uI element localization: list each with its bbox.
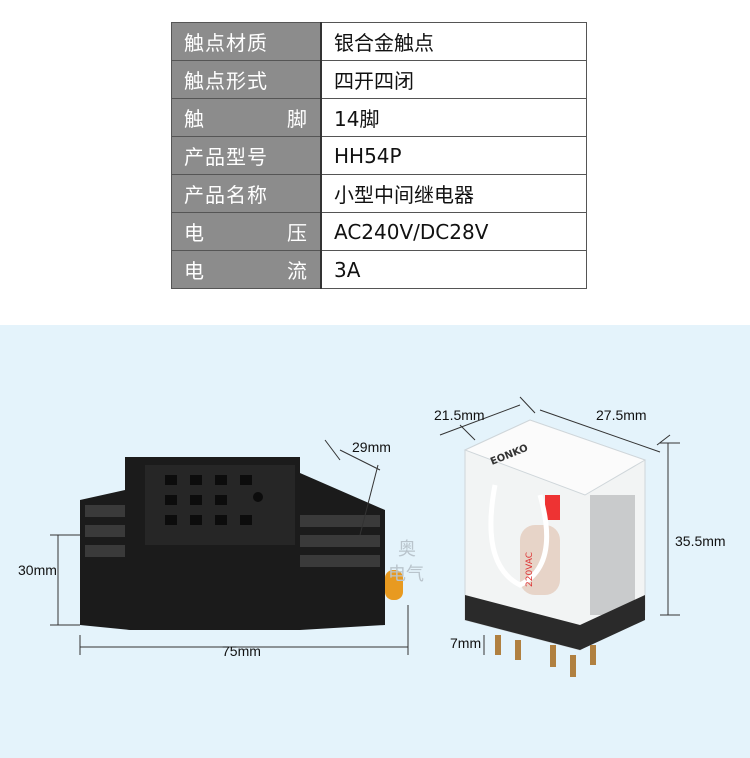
spec-value: 3A — [320, 250, 587, 289]
socket-height-label: 30mm — [18, 562, 57, 578]
relay-pin-label: 7mm — [450, 635, 482, 651]
watermark: 电气 — [388, 564, 424, 585]
relay-height-label: 35.5mm — [675, 533, 726, 549]
relay-length-label: 27.5mm — [596, 407, 647, 423]
spec-label: 电流 — [171, 250, 322, 289]
socket-width-label: 75mm — [222, 643, 261, 659]
socket-depth-label: 29mm — [352, 439, 391, 455]
watermark: 奥 — [398, 539, 416, 560]
relay-socket-image — [80, 457, 403, 630]
relay-image: EONKO 220VAC — [463, 419, 647, 677]
spec-label: 触点材质 — [171, 22, 322, 61]
relay-coil-label: 220VAC — [525, 552, 535, 587]
relay-width-label: 21.5mm — [434, 407, 485, 423]
spec-value: HH54P — [320, 136, 587, 175]
table-row: 触点形式四开四闭 — [171, 60, 587, 99]
spec-label: 产品名称 — [171, 174, 322, 213]
spec-label: 触脚 — [171, 98, 322, 137]
spec-value: 银合金触点 — [320, 22, 587, 61]
spec-value: 14脚 — [320, 98, 587, 137]
spec-label: 触点形式 — [171, 60, 322, 99]
product-illustration: EONKO 220VAC — [50, 396, 680, 677]
spec-label: 电压 — [171, 212, 322, 251]
table-row: 产品名称小型中间继电器 — [171, 174, 587, 213]
spec-label: 产品型号 — [171, 136, 322, 175]
spec-value: 小型中间继电器 — [320, 174, 587, 213]
spec-value: AC240V/DC28V — [320, 212, 587, 251]
spec-value: 四开四闭 — [320, 60, 587, 99]
product-photo-area: EONKO 220VAC 奥 电气 29mm 30mm 75mm 21.5mm … — [0, 325, 750, 758]
table-row: 触点材质银合金触点 — [171, 22, 587, 61]
